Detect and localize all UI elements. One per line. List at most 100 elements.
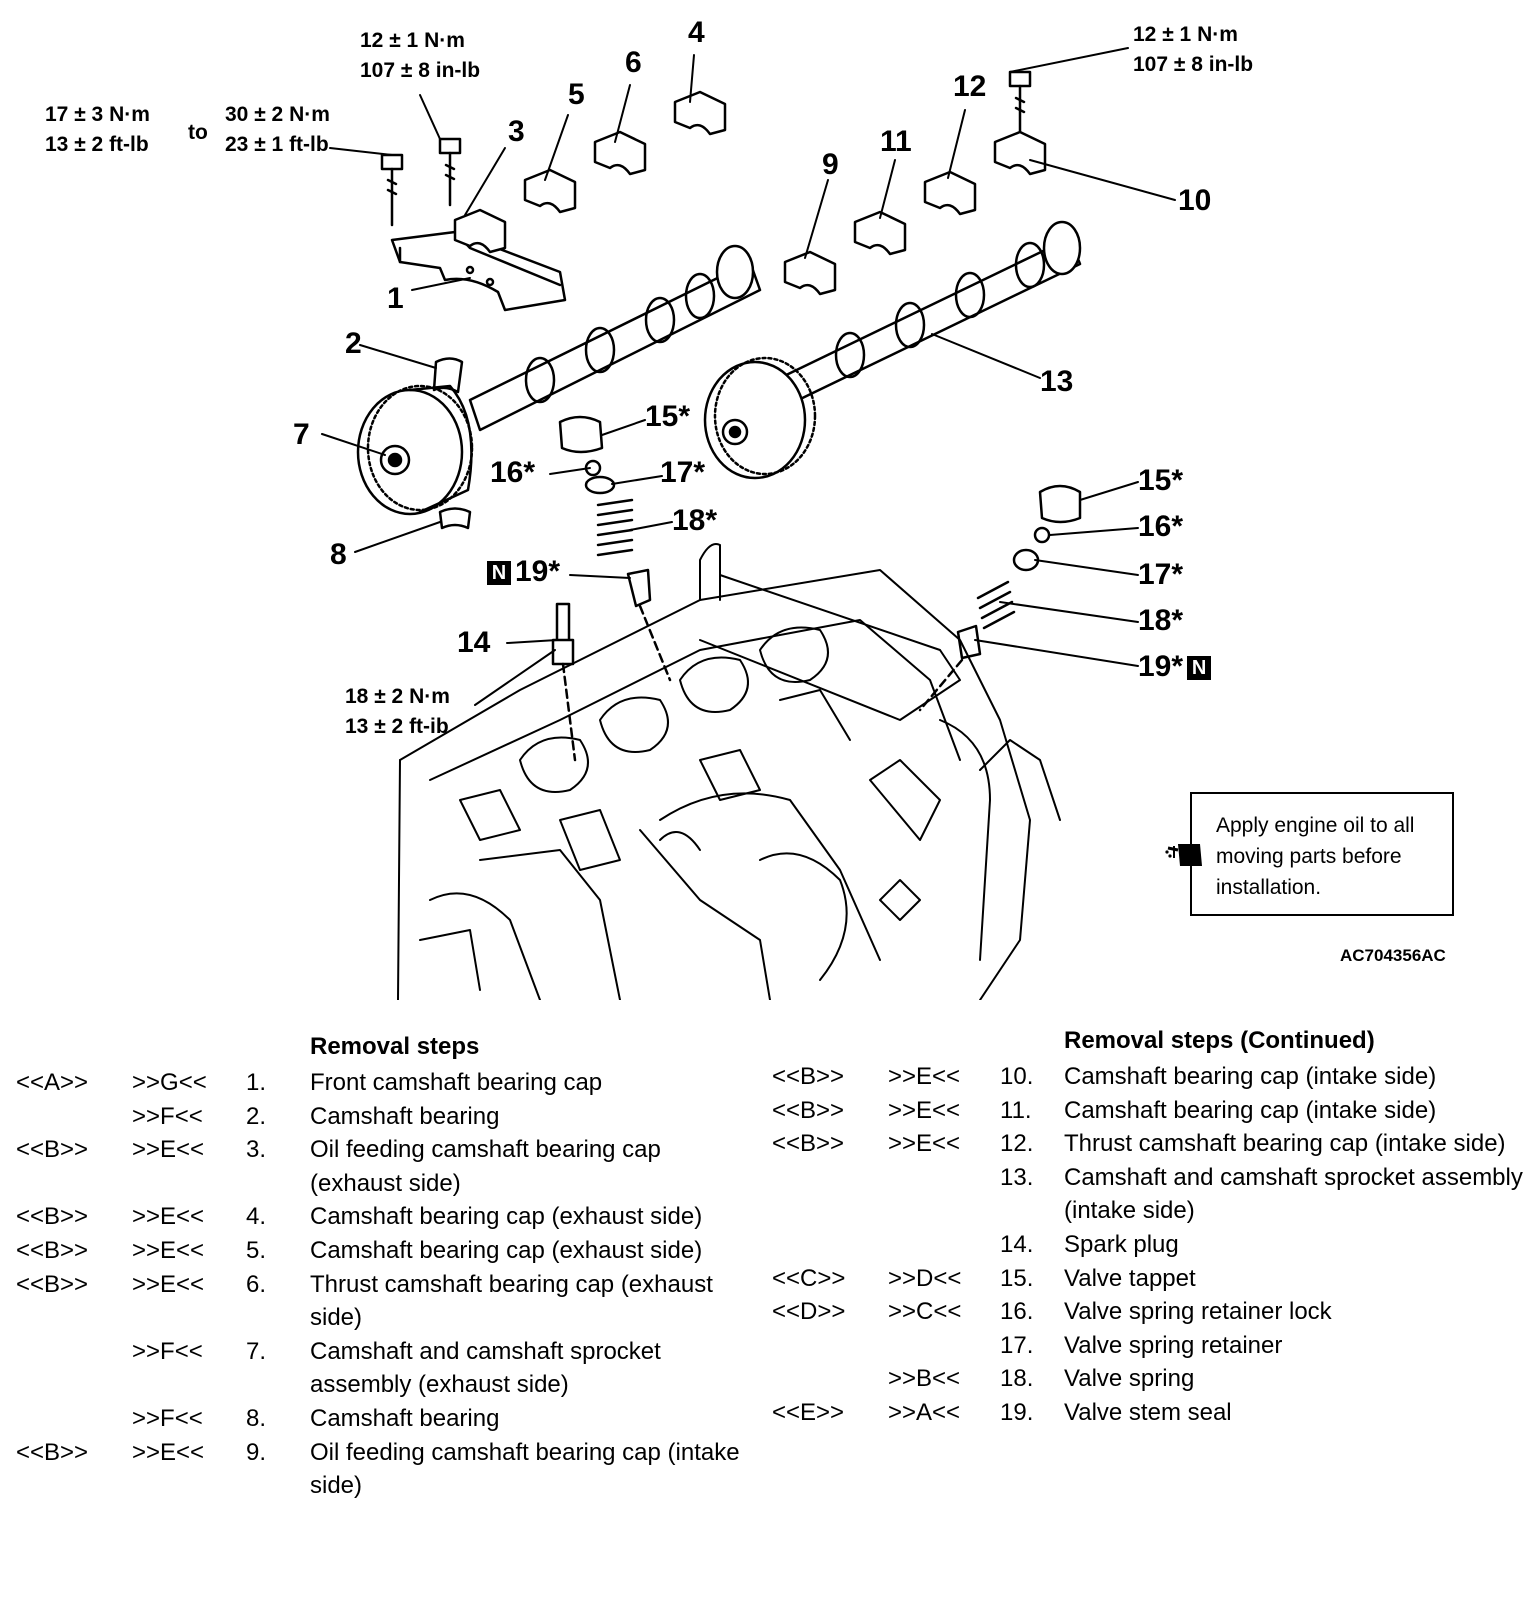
removal-mark: <<E>> bbox=[772, 1398, 845, 1426]
removal-step-row: >>F<<8.Camshaft bearing bbox=[16, 1402, 736, 1436]
removal-step-row: <<C>>>>D<<15.Valve tappet bbox=[772, 1262, 1522, 1296]
step-description: Oil feeding camshaft bearing cap (intake… bbox=[310, 1438, 740, 1500]
callout-2: 2 bbox=[345, 327, 362, 360]
removal-steps-list: <<B>>>>E<<10.Camshaft bearing cap (intak… bbox=[772, 1060, 1523, 1430]
installation-mark: >>E<< bbox=[132, 1438, 205, 1466]
removal-mark: <<B>> bbox=[772, 1130, 845, 1158]
step-description: Valve spring retainer lock bbox=[1064, 1298, 1332, 1326]
installation-mark: >>E<< bbox=[132, 1236, 205, 1264]
step-number: 1. bbox=[246, 1069, 267, 1096]
camshaft-bearing-shells bbox=[432, 357, 472, 530]
removal-steps-heading: Removal steps bbox=[310, 1033, 480, 1060]
step-number: 12. bbox=[1000, 1130, 1034, 1158]
step-number: 5. bbox=[246, 1236, 267, 1264]
removal-steps-list: <<A>> >>G<< 1. Front camshaft bearing cap >>… bbox=[16, 1066, 740, 1503]
callout-15-intake: 15* bbox=[1138, 464, 1184, 497]
removal-step-row: <<B>> >>E<< 4. Camshaft bearing cap (exhaus… bbox=[16, 1200, 736, 1234]
step-number: 17. bbox=[1000, 1331, 1034, 1359]
leader-lines bbox=[321, 47, 1176, 706]
installation-mark: >>E<< bbox=[888, 1096, 961, 1124]
step-number: 18. bbox=[1000, 1365, 1034, 1393]
step-number: 3. bbox=[246, 1136, 267, 1164]
engine-illustration bbox=[321, 47, 1176, 1001]
step-number: 6. bbox=[246, 1270, 267, 1298]
installation-mark: >>F<< bbox=[132, 1102, 203, 1130]
bolt-exhaust-cap bbox=[438, 137, 462, 207]
removal-step-row: <<B>>>>E<<12.Thrust camshaft bearing cap… bbox=[772, 1127, 1522, 1161]
step-number: 16. bbox=[1000, 1298, 1034, 1326]
removal-step-row: <<B>> >>E<< 11. Camshaft bearing cap (intak… bbox=[772, 1094, 1522, 1128]
removal-step-row: >>F<<7.Camshaft and camshaft sprocket as… bbox=[16, 1335, 736, 1402]
step-description: Camshaft bearing bbox=[310, 1102, 500, 1130]
callout-16-intake: 16* bbox=[1138, 510, 1184, 543]
callout-15-exhaust: 15* bbox=[645, 400, 691, 433]
removal-mark: <<B>> bbox=[772, 1096, 845, 1124]
callout-10: 10 bbox=[1178, 184, 1212, 217]
callout-7: 7 bbox=[293, 418, 310, 451]
step-number: 11. bbox=[1000, 1096, 1032, 1124]
removal-mark: <<A>> bbox=[16, 1069, 89, 1096]
installation-mark: >>E<< bbox=[132, 1136, 205, 1164]
bolt-intake-cap bbox=[1008, 70, 1032, 142]
callout-18-intake: 18* bbox=[1138, 604, 1184, 637]
installation-mark: >>F<< bbox=[132, 1404, 203, 1432]
removal-step-row: <<A>> >>G<< 1. Front camshaft bearing cap bbox=[16, 1066, 736, 1100]
installation-mark: >>C<< bbox=[888, 1298, 962, 1326]
removal-step-row: >>B<<18.Valve spring bbox=[772, 1362, 1522, 1396]
removal-step-row: 17.Valve spring retainer bbox=[772, 1329, 1522, 1363]
removal-step-row: 14. Spark plug bbox=[772, 1228, 1522, 1262]
removal-mark: <<B>> bbox=[16, 1136, 89, 1164]
step-description: Camshaft bearing cap (intake side) bbox=[1064, 1096, 1437, 1124]
step-description: Valve tappet bbox=[1064, 1264, 1196, 1292]
installation-mark: >>B<< bbox=[888, 1365, 961, 1393]
callout-6: 6 bbox=[625, 46, 642, 79]
figure-code: AC704356AC bbox=[1340, 946, 1446, 965]
removal-mark: <<B>> bbox=[16, 1438, 89, 1466]
removal-mark: <<B>> bbox=[16, 1270, 89, 1298]
removal-step-row: <<D>>>>C<<16.Valve spring retainer lock bbox=[772, 1295, 1522, 1329]
step-description: Valve stem seal bbox=[1064, 1398, 1232, 1426]
oil-note-text: Apply engine oil to all moving parts bef… bbox=[1216, 814, 1415, 899]
removal-steps-right: Removal steps (Continued) <<B>>>>E<<10.C… bbox=[772, 1024, 1523, 1430]
spark-plug bbox=[551, 602, 577, 762]
valve-train-exhaust bbox=[558, 415, 672, 682]
step-description: Camshaft and camshaft sprocket assembly … bbox=[310, 1337, 661, 1399]
exhaust-camshaft bbox=[468, 244, 762, 432]
bolt-front-cap bbox=[380, 153, 404, 227]
installation-mark: >>A<< bbox=[888, 1398, 961, 1426]
callout-19-intake: 19*N bbox=[1138, 650, 1215, 684]
callout-18-exhaust: 18* bbox=[672, 504, 718, 537]
engine-oil-note: Apply engine oil to all moving parts bef… bbox=[1165, 792, 1454, 916]
step-number: 15. bbox=[1000, 1264, 1034, 1292]
step-description: Oil feeding camshaft bearing cap (exhaus… bbox=[310, 1136, 661, 1197]
step-number: 7. bbox=[246, 1337, 267, 1365]
step-description: Spark plug bbox=[1064, 1230, 1179, 1258]
removal-mark: <<C>> bbox=[772, 1264, 846, 1292]
step-number: 4. bbox=[246, 1203, 267, 1231]
callout-17-exhaust: 17* bbox=[660, 456, 706, 489]
step-description: Camshaft bearing cap (exhaust side) bbox=[310, 1203, 703, 1231]
removal-step-row: <<B>> >>E<< 3. Oil feeding camshaft bearing… bbox=[16, 1133, 736, 1200]
new-part-mark: N bbox=[1187, 656, 1212, 681]
step-number: 19. bbox=[1000, 1398, 1034, 1426]
new-part-mark: N bbox=[487, 561, 511, 586]
removal-mark: <<B>> bbox=[16, 1203, 89, 1231]
cylinder-head bbox=[397, 543, 1061, 1001]
step-number: 13. bbox=[1000, 1163, 1034, 1191]
callout-13: 13 bbox=[1040, 365, 1074, 398]
intake-camshaft bbox=[778, 220, 1082, 406]
callout-9: 9 bbox=[822, 148, 839, 181]
intake-camshaft-sprocket bbox=[703, 356, 817, 480]
step-description: Camshaft bearing bbox=[310, 1404, 500, 1432]
installation-mark: >>E<< bbox=[132, 1203, 205, 1231]
installation-mark: >>G<< bbox=[132, 1069, 207, 1096]
removal-step-row: <<E>> >>A<< 19. Valve stem seal bbox=[772, 1396, 1522, 1430]
step-number: 2. bbox=[246, 1102, 267, 1130]
step-description: Front camshaft bearing cap bbox=[310, 1069, 603, 1096]
step-number: 14. bbox=[1000, 1230, 1034, 1258]
removal-steps-continued-heading: Removal steps (Continued) bbox=[1064, 1027, 1375, 1054]
